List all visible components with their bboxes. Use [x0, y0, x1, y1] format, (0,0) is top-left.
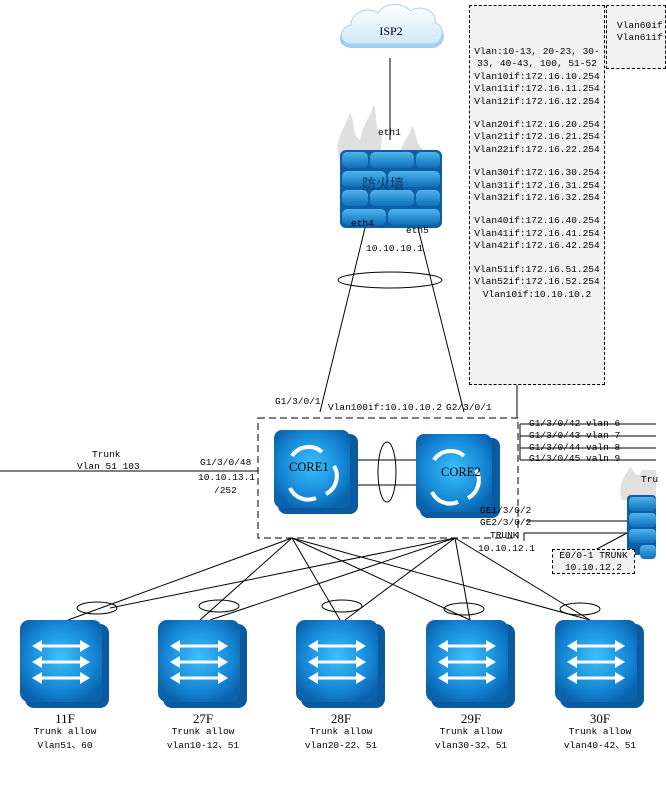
ge-port-1: GE1/3/0/2	[480, 505, 532, 516]
access-switch-icon	[296, 620, 385, 708]
access-switch-trunk-info: Trunk allow vlan20-22、51	[286, 725, 396, 753]
right-port-43: G1/3/0/43 vlan 7	[529, 430, 621, 441]
fw-port-eth5: eth5	[406, 225, 429, 236]
access-switch-trunk-info: Trunk allow vlan10-12、51	[148, 725, 258, 753]
trunk-allow-label: Trunk allow	[309, 726, 373, 737]
cloud-label: ISP2	[379, 24, 403, 38]
right-port-44: G1/3/0/44 valn 8	[529, 442, 621, 453]
note-line: Vlan60if	[617, 20, 663, 31]
vlan-interface-note: Vlan:10-13, 20-23, 30-33, 40-43, 100, 51…	[469, 5, 605, 385]
note-line	[470, 108, 604, 119]
access-switch-name: 28F	[330, 711, 352, 726]
left-trunk-vlan: Vlan 51 103	[77, 461, 140, 472]
note-line: Vlan12if:172.16.12.254	[474, 95, 600, 107]
access-switch-name: 30F	[589, 711, 611, 726]
access-switch-icon	[426, 620, 515, 708]
core-port-g1-3-0-1: G1/3/0/1	[275, 396, 321, 407]
trunk-allow-label: Trunk allow	[171, 726, 235, 737]
cloud-icon	[339, 4, 444, 48]
fw-ip: 10.10.10.1	[366, 243, 424, 254]
access-switch-icon	[20, 620, 109, 708]
trunk-label: TRUNK	[490, 530, 519, 541]
left-mask: /252	[214, 485, 237, 496]
access-switch-icon	[555, 620, 644, 708]
note-line: Vlan52if:172.16.52.254	[474, 276, 600, 288]
fw-port-eth4: eth4	[351, 218, 374, 229]
note-line: Vlan51if:172.16.51.254	[474, 263, 600, 275]
core2-label: CORE2	[441, 465, 481, 479]
left-port: G1/3/0/48	[200, 457, 252, 468]
trunk-allow-vlans: vlan10-12、51	[166, 740, 240, 751]
trunk-allow-label: Trunk allow	[33, 726, 97, 737]
right-firewall-icon	[620, 466, 656, 559]
link-aggregation-ellipse-top	[337, 271, 443, 289]
note-line: Vlan10if:10.10.10.2	[482, 288, 592, 300]
note-line: Vlan10if:172.16.10.254	[474, 70, 600, 82]
access-ellipses	[76, 599, 601, 616]
e0-note-line2: 10.10.12.2	[564, 562, 622, 574]
firewall-icon	[340, 150, 442, 228]
core-vlanif: Vlan100if:10.10.10.2	[328, 402, 443, 413]
core1-label: CORE1	[289, 460, 329, 474]
note-line	[470, 156, 604, 167]
access-switch-icon	[158, 620, 247, 708]
trunk-allow-label: Trunk allow	[439, 726, 503, 737]
core-port-g2-3-0-1: G2/3/0/1	[446, 402, 492, 413]
note-line: Vlan41if:172.16.41.254	[474, 227, 600, 239]
note-line: Vlan22if:172.16.22.254	[474, 143, 600, 155]
note-line: Vlan20if:172.16.20.254	[474, 119, 600, 131]
note-line: Vlan40if:172.16.40.254	[474, 215, 600, 227]
left-trunk-label: Trunk	[92, 449, 121, 460]
left-ip: 10.10.13.1	[198, 472, 256, 483]
core2-icon	[416, 434, 500, 518]
core-group-box	[257, 417, 519, 539]
fw-port-eth1: eth1	[378, 127, 401, 138]
access-switch-name: 11F	[55, 711, 75, 726]
access-switch-name: 27F	[192, 711, 214, 726]
note-line: 33, 40-43, 100, 51-52	[477, 58, 597, 70]
note-line: Vlan:10-13, 20-23, 30-	[474, 46, 600, 57]
link-fw-core2	[417, 227, 465, 413]
note-line: Vlan32if:172.16.32.254	[474, 192, 600, 204]
firewall-label: 防火墙	[362, 177, 404, 193]
note-line: Vlan42if:172.16.42.254	[474, 240, 600, 252]
note-line: Vlan31if:172.16.31.254	[474, 179, 600, 191]
link-fw-core1	[319, 227, 366, 413]
note-line	[470, 204, 604, 215]
note-line: Vlan30if:172.16.30.254	[474, 167, 600, 179]
right-port-42: G1/3/0/42 vlan 6	[529, 418, 621, 429]
access-switch-name: 29F	[460, 711, 482, 726]
trunk-allow-vlans: Vlan51、60	[37, 740, 93, 751]
trunk-allow-vlans: vlan40-42、51	[563, 740, 637, 751]
access-links	[67, 537, 591, 621]
trunk-allow-vlans: vlan30-32、51	[434, 740, 508, 751]
right-fw-label: Tru	[641, 474, 659, 485]
note-line: Vlan61if	[617, 32, 663, 44]
note-line: Vlan11if:172.16.11.254	[474, 83, 600, 95]
right-port-45: G1/3/0/45 valn 9	[529, 453, 621, 464]
ge-port-2: GE2/3/0/2	[480, 517, 532, 528]
access-switch-trunk-info: Trunk allow vlan40-42、51	[545, 725, 655, 753]
e0-note: E0/0-1 TRUNK 10.10.12.2	[552, 549, 635, 574]
core1-icon	[274, 430, 358, 514]
link-aggregation-ellipse-core	[377, 441, 397, 503]
access-switch-trunk-info: Trunk allow vlan30-32、51	[416, 725, 526, 753]
e0-note-line1: E0/0-1 TRUNK	[559, 550, 628, 561]
trunk-ip: 10.10.12.1	[478, 543, 536, 554]
trunk-allow-label: Trunk allow	[568, 726, 632, 737]
trunk-allow-vlans: vlan20-22、51	[304, 740, 378, 751]
note-line	[470, 253, 604, 264]
note-line: Vlan21if:172.16.21.254	[474, 131, 600, 143]
